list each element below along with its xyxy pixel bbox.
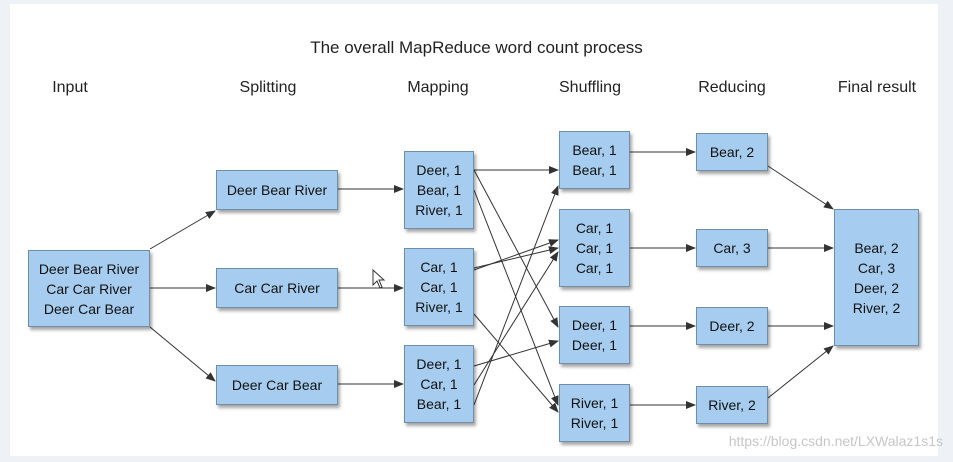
watermark: https://blog.csdn.net/LXWalaz1s1s <box>728 433 943 449</box>
shuffle-box-car: Car, 1 Car, 1 Car, 1 <box>559 209 630 287</box>
arrow-map2-car-b <box>473 239 559 271</box>
diagram-canvas <box>10 4 938 456</box>
column-header-shuffling: Shuffling <box>559 79 621 96</box>
split-box-1: Deer Bear River <box>216 170 338 210</box>
arrow-map3-bear <box>473 185 559 406</box>
column-header-splitting: Splitting <box>239 79 297 96</box>
arrow-input-split-3 <box>149 326 216 382</box>
arrow-reduce-final-4 <box>767 345 834 399</box>
diagram-title: The overall MapReduce word count process <box>310 38 643 57</box>
reduce-box-bear: Bear, 2 <box>696 133 768 171</box>
split-box-3: Deer Car Bear <box>216 365 338 405</box>
arrow-reduce-final-1 <box>767 165 834 210</box>
arrow-map2-river <box>473 313 559 413</box>
shuffle-box-bear: Bear, 1 Bear, 1 <box>559 131 630 189</box>
final-result-box: Bear, 2 Car, 3 Deer, 2 River, 2 <box>834 209 919 346</box>
map-box-3: Deer, 1 Car, 1 Bear, 1 <box>404 345 474 423</box>
shuffle-box-deer: Deer, 1 Deer, 1 <box>559 306 630 364</box>
shuffle-box-river: River, 1 River, 1 <box>559 384 630 442</box>
arrow-map1-river <box>473 189 559 406</box>
arrow-map3-deer <box>473 339 559 367</box>
input-box: Deer Bear River Car Car River Deer Car B… <box>28 250 150 327</box>
arrow-input-split-1 <box>149 210 216 250</box>
column-header-final-result: Final result <box>837 79 917 96</box>
column-header-mapping: Mapping <box>407 79 469 96</box>
arrow-map1-deer <box>473 169 559 328</box>
mouse-cursor-icon <box>372 269 386 289</box>
arrow-map3-car <box>473 251 559 386</box>
reduce-box-deer: Deer, 2 <box>696 307 768 345</box>
reduce-box-river: River, 2 <box>696 386 768 424</box>
reduce-box-car: Car, 3 <box>696 229 768 267</box>
split-box-2: Car Car River <box>216 268 338 308</box>
map-box-1: Deer, 1 Bear, 1 River, 1 <box>404 151 474 229</box>
map-box-2: Car, 1 Car, 1 River, 1 <box>404 248 474 326</box>
column-header-reducing: Reducing <box>698 79 766 96</box>
column-header-input: Input <box>52 79 88 96</box>
